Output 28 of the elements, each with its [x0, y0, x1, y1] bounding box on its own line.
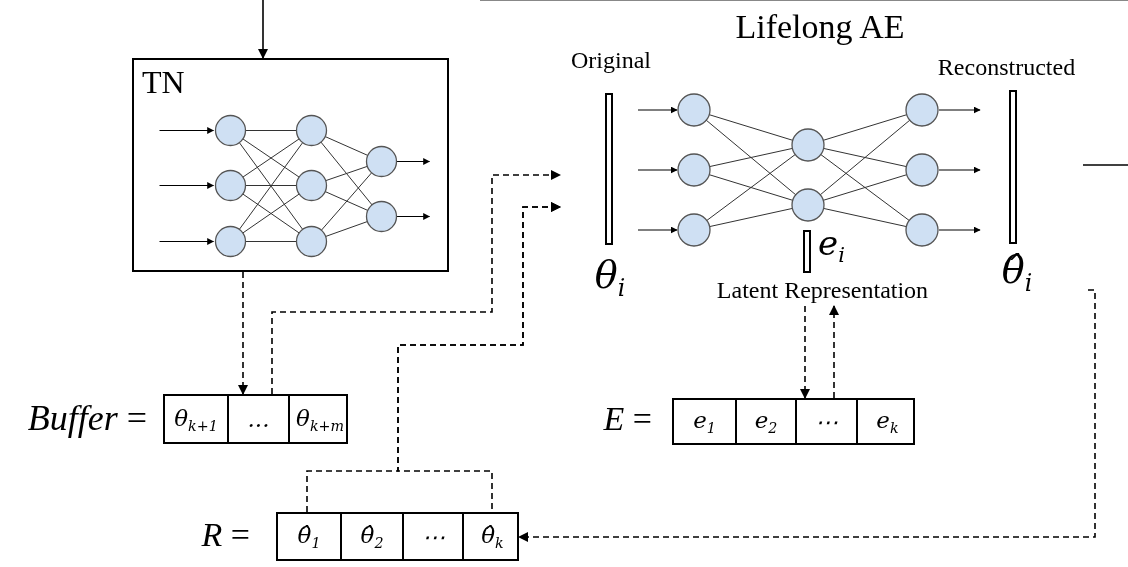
array-slot: e$_{1}$ [674, 400, 735, 443]
array-slot: ... [227, 396, 288, 442]
math-symbol: e$_{i}$ [818, 226, 846, 266]
array-slot: θ̂$_{1}$ [278, 514, 340, 559]
math-symbol: θ̂$_{i}$ [1000, 251, 1034, 296]
array-slot: ⋯ [795, 400, 856, 443]
array-name: E = [603, 402, 652, 436]
arrow [258, 0, 268, 59]
vector-label: Original [570, 48, 652, 72]
array-slot: e$_{k}$ [856, 400, 917, 443]
vector-label: Reconstructed [936, 55, 1077, 79]
math-symbol: θ$_{i}$ [593, 256, 627, 301]
array-slot: θ̂$_{2}$ [340, 514, 402, 559]
dashed-arrow [829, 305, 839, 399]
vector-label: Latent Representation [715, 278, 930, 302]
dashed-arrow [271, 170, 561, 395]
box-heading: TN [142, 66, 185, 98]
array-slot: e$_{2}$ [735, 400, 795, 443]
array-name: Buffer = [27, 400, 147, 436]
dashed-arrow [518, 289, 1096, 542]
diagram-title: Lifelong AE [734, 10, 906, 44]
array-slot: ⋯ [402, 514, 462, 559]
array-slot: θ̂$_{k}$ [462, 514, 521, 559]
array-slot: θ$_{k+m}$ [288, 396, 350, 442]
dashed-arrow [238, 271, 248, 395]
array-slot: θ$_{k+1}$ [165, 396, 227, 442]
dashed-arrow [800, 305, 810, 399]
array-name: R = [201, 518, 250, 552]
